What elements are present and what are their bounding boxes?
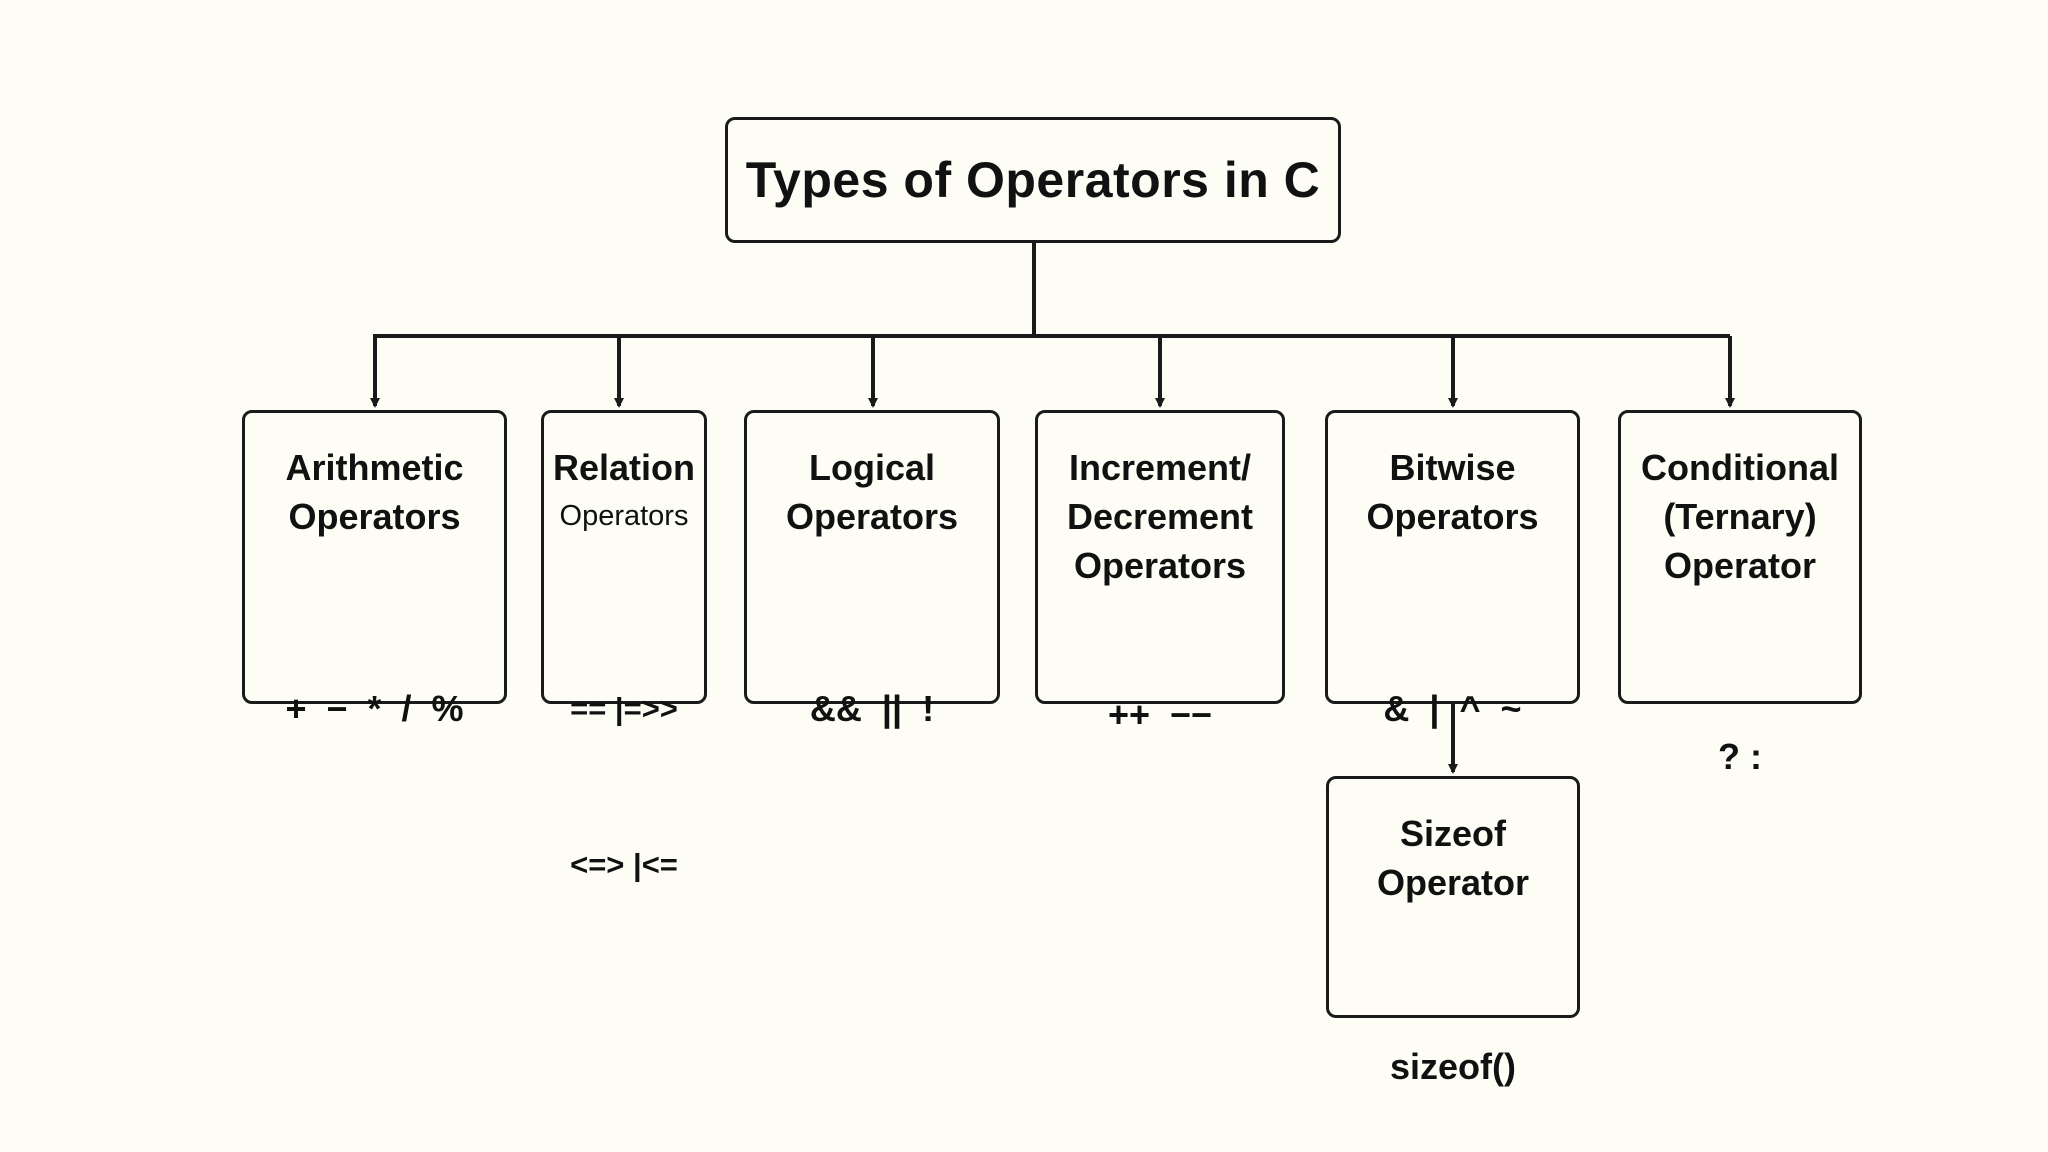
- relation-title: Relation Operators: [544, 443, 704, 541]
- arithmetic-title: Arithmetic Operators: [245, 443, 504, 541]
- conditional-ops-line-1: ? :: [1718, 736, 1762, 777]
- arithmetic-ops: + − * / %: [245, 579, 504, 839]
- sizeof-title-line-2: Operator: [1376, 862, 1530, 903]
- logical-operators-box: Logical Operators && || !: [744, 410, 1000, 729]
- relation-title-line-1: Relation: [552, 447, 695, 488]
- sizeof-ops: sizeof(): [1329, 937, 1577, 1152]
- conditional-title-line-2: (Ternary): [1663, 496, 1817, 537]
- relation-ops: == |=>> <=> |<=: [544, 579, 704, 995]
- relation-title-line-2: Operators: [559, 500, 689, 532]
- relation-ops-line-2: <=> |<=: [570, 847, 678, 882]
- arithmetic-title-line-2: Operators: [288, 496, 461, 537]
- bitwise-title-line-1: Bitwise: [1389, 447, 1516, 488]
- conditional-operator-box: Conditional (Ternary) Operator ? :: [1618, 410, 1862, 777]
- logical-ops: && || !: [747, 579, 997, 839]
- sizeof-ops-line-1: sizeof(): [1390, 1046, 1516, 1087]
- increment-ops: ++ −−: [1038, 585, 1282, 845]
- increment-decrement-operators-box: Increment/ Decrement Operators ++ −−: [1035, 410, 1285, 735]
- logical-ops-line-1: && || !: [809, 688, 935, 729]
- conditional-title-line-3: Operator: [1663, 545, 1817, 586]
- sizeof-title-line-1: Sizeof: [1399, 813, 1506, 854]
- logical-title-line-1: Logical: [808, 447, 936, 488]
- conditional-ops: ? :: [1621, 627, 1859, 887]
- bitwise-title-line-2: Operators: [1366, 496, 1539, 537]
- increment-title-line-3: Operators: [1073, 545, 1247, 586]
- relation-operators-box: Relation Operators == |=>> <=> |<=: [541, 410, 707, 882]
- increment-title-line-1: Increment/: [1068, 447, 1252, 488]
- conditional-title: Conditional (Ternary) Operator: [1621, 443, 1859, 590]
- diagram-title: Types of Operators in C: [745, 152, 1321, 208]
- logical-title: Logical Operators: [747, 443, 997, 541]
- relation-ops-line-1: == |=>>: [570, 691, 678, 726]
- increment-title-line-2: Decrement: [1066, 496, 1254, 537]
- conditional-title-line-1: Conditional: [1641, 447, 1839, 488]
- title-box: Types of Operators in C: [725, 117, 1341, 243]
- arithmetic-operators-box: Arithmetic Operators + − * / %: [242, 410, 507, 729]
- sizeof-operator-box: Sizeof Operator sizeof(): [1326, 776, 1580, 1087]
- increment-title: Increment/ Decrement Operators: [1038, 443, 1282, 590]
- bitwise-operators-box: Bitwise Operators & | ^ ~ << >>: [1325, 410, 1580, 885]
- sizeof-title: Sizeof Operator: [1329, 809, 1577, 907]
- increment-ops-line-1: ++ −−: [1107, 694, 1213, 735]
- arithmetic-title-line-1: Arithmetic: [285, 447, 464, 488]
- logical-title-line-2: Operators: [785, 496, 959, 537]
- bitwise-ops-line-1: & | ^ ~: [1383, 688, 1522, 729]
- bitwise-title: Bitwise Operators: [1328, 443, 1577, 541]
- arithmetic-ops-line-1: + − * / %: [285, 688, 464, 729]
